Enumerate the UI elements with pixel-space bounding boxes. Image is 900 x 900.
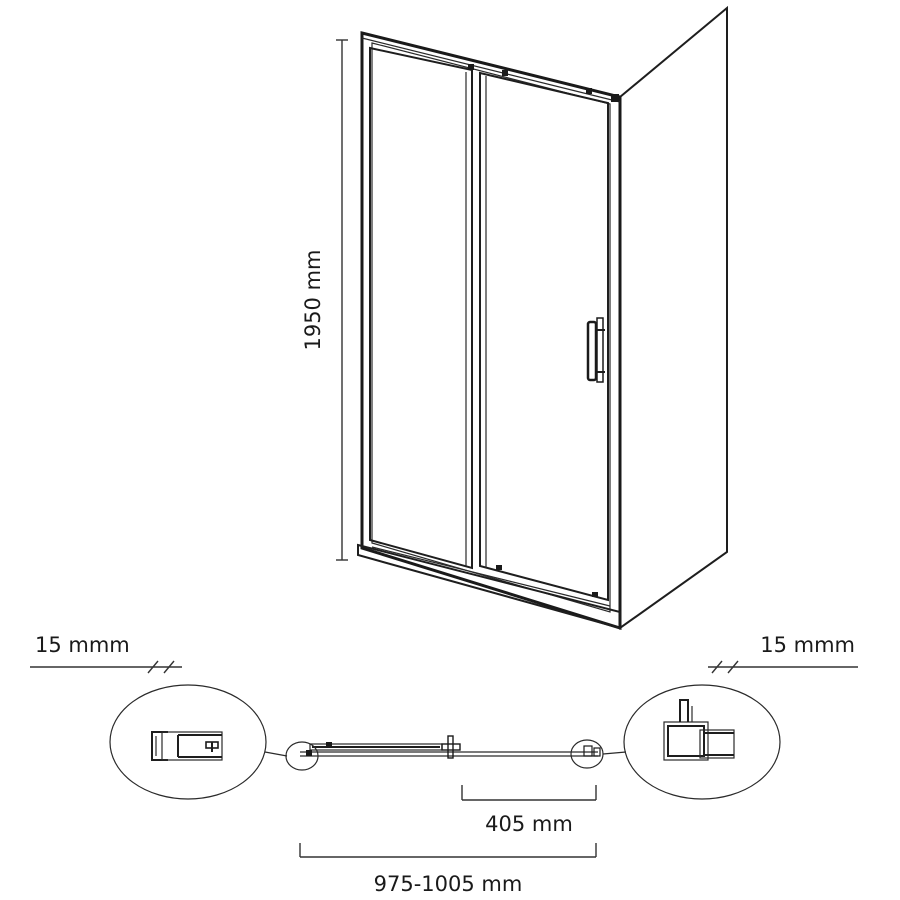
shower-tray bbox=[357, 543, 621, 630]
top-roller-right bbox=[586, 88, 592, 94]
shower-enclosure-drawing bbox=[357, 5, 728, 631]
top-rail bbox=[361, 37, 621, 103]
corner-connector bbox=[611, 94, 619, 102]
width-range-dimension: 975-1005 mm bbox=[299, 843, 597, 896]
right-detail-marker bbox=[570, 739, 604, 769]
bottom-roller-left bbox=[496, 565, 502, 570]
right-offset-label: 15 mmm bbox=[760, 633, 855, 657]
right-detail-callout bbox=[602, 684, 781, 800]
door-outer-frame bbox=[360, 31, 622, 631]
left-offset-label: 15 mmm bbox=[35, 633, 130, 657]
plan-view bbox=[285, 735, 604, 771]
top-roller-left bbox=[468, 64, 474, 70]
top-roller-mid bbox=[502, 70, 508, 76]
right-offset-dimension: 15 mmm bbox=[708, 633, 858, 674]
door-handle bbox=[586, 317, 605, 383]
bottom-roller-right bbox=[592, 592, 598, 597]
door-inner-frame bbox=[371, 42, 611, 613]
height-dimension: 1950 mm bbox=[301, 39, 348, 561]
door-opening-dimension: 405 mm bbox=[461, 785, 597, 836]
sliding-glass-panel bbox=[479, 71, 609, 602]
height-label: 1950 mm bbox=[301, 249, 325, 350]
left-offset-dimension: 15 mmm bbox=[30, 633, 182, 674]
width-range-label: 975-1005 mm bbox=[374, 872, 523, 896]
fixed-glass-panel bbox=[369, 46, 473, 570]
side-wall-panel bbox=[619, 5, 728, 630]
left-detail-callout bbox=[109, 684, 288, 800]
bottom-rail bbox=[371, 546, 611, 607]
door-opening-label: 405 mm bbox=[485, 812, 573, 836]
